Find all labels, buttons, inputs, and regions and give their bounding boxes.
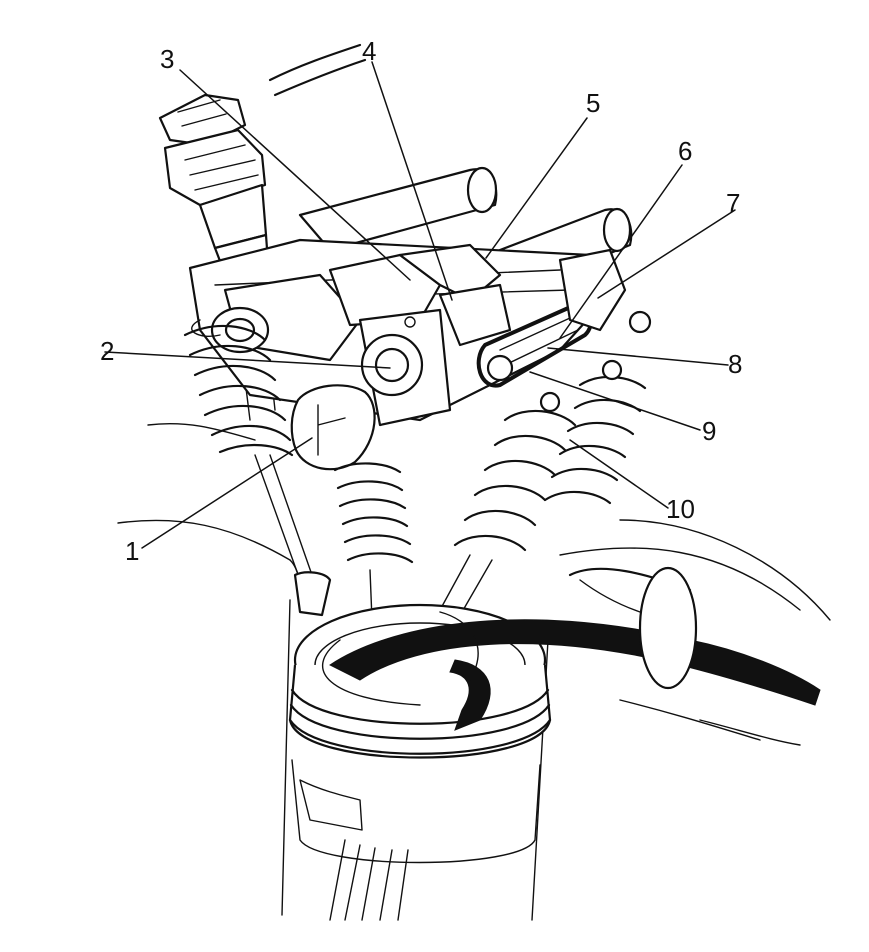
callout-2: 2	[100, 336, 114, 366]
leader-lines	[104, 61, 736, 549]
callout-4: 4	[362, 36, 376, 66]
callout-7: 7	[726, 188, 740, 218]
callout-10: 10	[666, 494, 695, 524]
callout-3: 3	[160, 44, 174, 74]
left-valve-spring	[183, 319, 332, 617]
engine-outline	[117, 422, 831, 921]
intake-port	[568, 566, 698, 690]
callout-6: 6	[678, 136, 692, 166]
callout-8: 8	[728, 349, 742, 379]
callout-labels: 1 2 3 4 5 6 7 8 9 10	[100, 36, 742, 566]
callout-9: 9	[702, 416, 716, 446]
right-valve-springs	[439, 310, 652, 613]
spark-plug	[158, 43, 367, 421]
center-valve-spring	[333, 462, 414, 621]
callout-5: 5	[586, 88, 600, 118]
callout-1: 1	[125, 536, 139, 566]
swirl-flow-arrow	[321, 611, 821, 731]
camshaft-assembly	[188, 166, 633, 471]
